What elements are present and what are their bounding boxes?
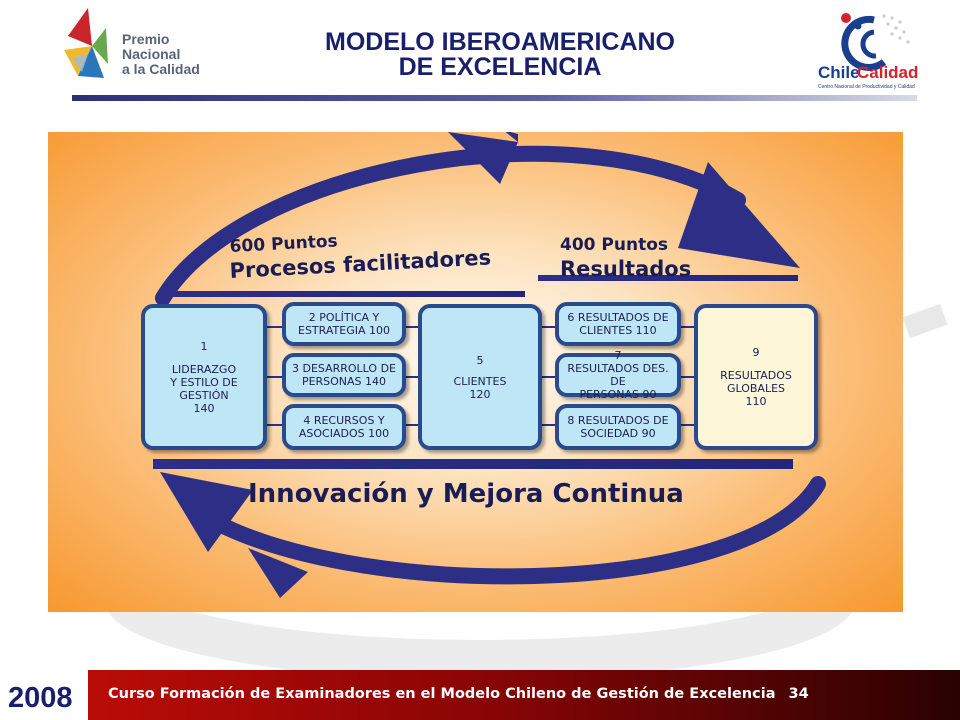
footer-page-number: 34	[788, 686, 809, 702]
top-left-bar	[165, 291, 525, 297]
criterion-box-9-resultados-globales: 9 RESULTADOS GLOBALES 110	[694, 304, 818, 450]
bottom-arc-midhead	[248, 548, 308, 598]
box-1-text: LIDERAZGO Y ESTILO DE GESTIÓN 140	[170, 362, 238, 415]
box-5-text: CLIENTES 120	[453, 374, 507, 401]
criterion-box-5-clientes: 5 CLIENTES 120	[418, 304, 542, 450]
box-5-number: 5	[476, 353, 484, 367]
criterion-box-6-resultados-clientes: 6 RESULTADOS DE CLIENTES 110	[555, 302, 681, 346]
criterion-box-7-resultados-personas: 7 RESULTADOS DES. DE PERSONAS 90	[555, 349, 681, 401]
box-7-number: 7	[614, 349, 622, 362]
box-8-text: 8 RESULTADOS DE SOCIEDAD 90	[567, 414, 669, 440]
footer-course-title: Curso Formación de Examinadores en el Mo…	[108, 686, 776, 702]
box-9-number: 9	[752, 346, 760, 359]
logo-chile-part2: Calidad	[857, 63, 918, 82]
title-line-1: MODELO IBEROAMERICANO	[325, 28, 675, 56]
logo-chile-tagline: Centro Nacional de Productividad y Calid…	[818, 84, 915, 90]
box-4-text: 4 RECURSOS Y ASOCIADOS 100	[298, 414, 390, 440]
bottom-arc-arrowhead	[160, 472, 253, 552]
box-6-text: 6 RESULTADOS DE CLIENTES 110	[567, 311, 669, 337]
bottom-bar	[153, 459, 793, 469]
criterion-box-4-recursos: 4 RECURSOS Y ASOCIADOS 100	[282, 404, 406, 450]
box-7-text: RESULTADOS DES. DE PERSONAS 90	[567, 362, 669, 401]
heading-600-points: 600 Puntos	[229, 231, 338, 257]
title-line-2: DE EXCELENCIA	[398, 53, 602, 81]
excellence-model-diagram: 600 Puntos Procesos facilitadores 400 Pu…	[153, 132, 826, 598]
logo-c-arc-inner	[860, 29, 877, 59]
logo-dot-red	[841, 13, 851, 23]
header-divider	[72, 95, 917, 101]
criterion-box-2-politica: 2 POLÍTICA Y ESTRATEGIA 100	[282, 302, 406, 346]
criterion-box-1-liderazgo: 1 LIDERAZGO Y ESTILO DE GESTIÓN 140	[141, 304, 267, 450]
top-right-bar	[538, 275, 798, 281]
logo-chile-part1: Chile	[818, 63, 860, 82]
year-label: 2008	[8, 682, 73, 714]
logo-premio-line3: a la Calidad	[122, 61, 200, 77]
top-arc-arrowhead	[678, 162, 800, 268]
bottom-arc-arrow	[190, 476, 826, 585]
top-arc-arrow	[155, 145, 746, 306]
heading-resultados: Resultados	[560, 257, 691, 281]
logo-premio-line1: Premio	[122, 31, 169, 47]
heading-400-points: 400 Puntos	[560, 235, 668, 255]
box-3-text: 3 DESARROLLO DE PERSONAS 140	[291, 362, 396, 388]
logo-flame-blue	[78, 46, 104, 78]
top-arc-midhead	[448, 132, 518, 184]
box-2-text: 2 POLÍTICA Y ESTRATEGIA 100	[298, 311, 390, 337]
logo-premio-line2: Nacional	[122, 46, 180, 62]
criterion-box-3-desarrollo: 3 DESARROLLO DE PERSONAS 140	[282, 353, 406, 397]
chilecalidad-logo: Chile Calidad Centro Nacional de Product…	[812, 6, 924, 92]
premio-nacional-logo: Premio Nacional a la Calidad	[58, 6, 208, 90]
logo-flame-red	[68, 8, 92, 46]
footer-bar	[88, 670, 960, 720]
box-9-text: RESULTADOS GLOBALES 110	[720, 369, 792, 408]
heading-innovacion: Innovación y Mejora Continua	[248, 479, 684, 509]
logo-c-arc-outer	[841, 15, 887, 71]
box-1-number: 1	[200, 339, 208, 353]
criterion-box-8-resultados-sociedad: 8 RESULTADOS DE SOCIEDAD 90	[555, 404, 681, 450]
footer-text: Curso Formación de Examinadores en el Mo…	[108, 686, 809, 702]
page-title: MODELO IBEROAMERICANO DE EXCELENCIA	[250, 30, 750, 80]
logo-flame-green	[92, 28, 108, 64]
